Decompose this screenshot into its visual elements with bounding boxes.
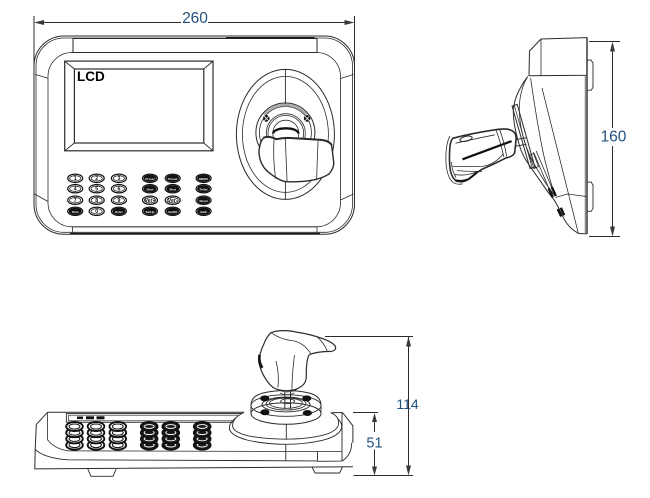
svg-text:7: 7 xyxy=(74,198,77,204)
svg-text:4: 4 xyxy=(74,186,77,192)
svg-text:MENU: MENU xyxy=(199,177,208,181)
svg-text:0: 0 xyxy=(95,209,98,215)
svg-text:PrSet: PrSet xyxy=(200,187,208,191)
svg-text:5: 5 xyxy=(95,186,98,192)
svg-text:51: 51 xyxy=(366,436,382,452)
svg-text:Shot: Shot xyxy=(147,187,154,191)
svg-text:SetOff: SetOff xyxy=(168,210,177,214)
svg-text:9: 9 xyxy=(117,198,120,204)
svg-text:Preset: Preset xyxy=(145,177,154,181)
svg-text:LCD: LCD xyxy=(77,69,105,84)
svg-text:Ver-: Ver- xyxy=(168,198,178,204)
svg-text:114: 114 xyxy=(396,396,419,412)
svg-text:260: 260 xyxy=(182,10,208,27)
svg-text:Enter: Enter xyxy=(115,210,124,214)
svg-text:160: 160 xyxy=(601,129,627,146)
svg-text:8: 8 xyxy=(95,198,98,204)
svg-text:6: 6 xyxy=(117,186,120,192)
svg-text:2: 2 xyxy=(95,176,98,182)
svg-text:Shot: Shot xyxy=(169,187,176,191)
svg-text:Addr: Addr xyxy=(200,210,208,214)
svg-text:Ver+: Ver+ xyxy=(144,198,155,204)
svg-text:Preset: Preset xyxy=(168,177,177,181)
svg-text:SetUp: SetUp xyxy=(146,210,155,214)
svg-text:Shot: Shot xyxy=(72,210,79,214)
svg-text:1: 1 xyxy=(74,176,77,182)
svg-text:Reset: Reset xyxy=(200,199,208,203)
svg-text:3: 3 xyxy=(117,176,120,182)
